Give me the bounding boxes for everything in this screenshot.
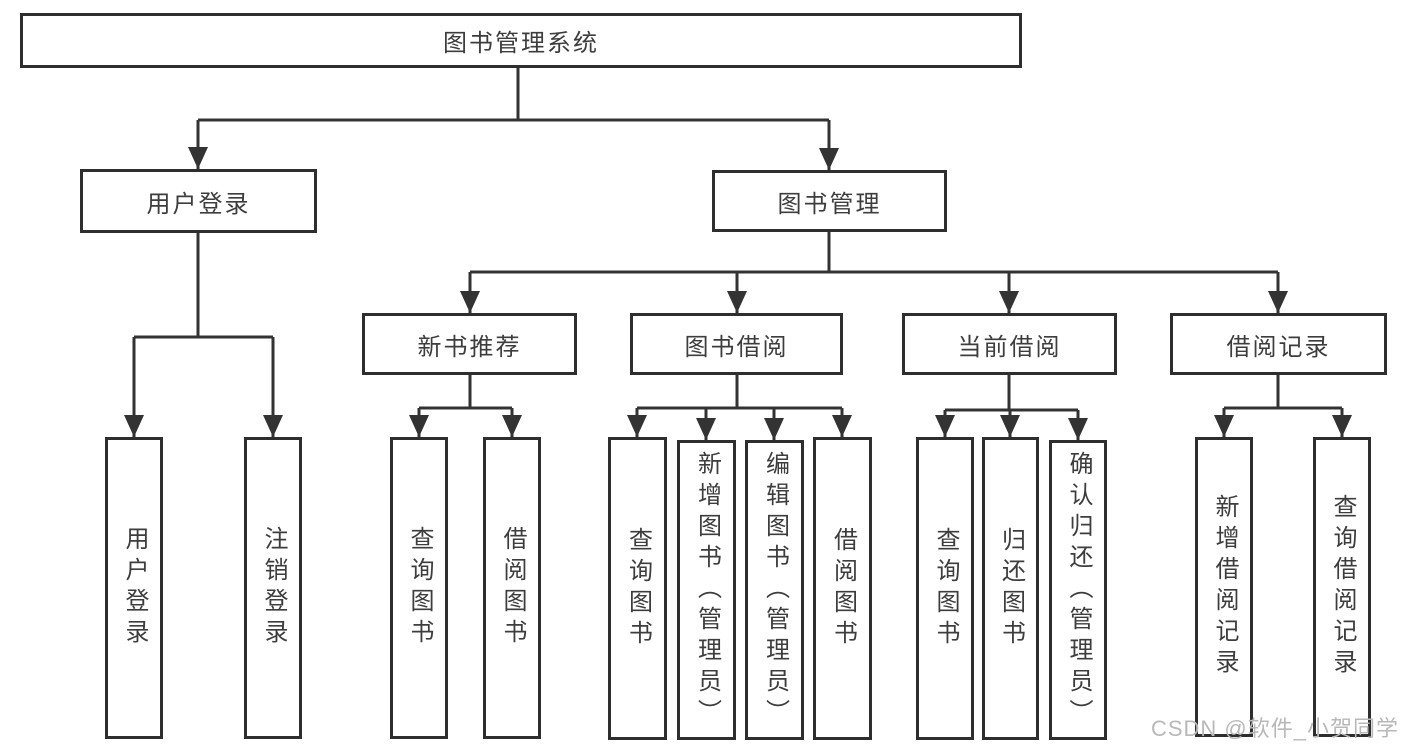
node-current-borrow: 当前借阅 <box>902 313 1117 375</box>
watermark: CSDN @软件_小贺同学 <box>1150 716 1399 741</box>
leaf-br-add-record: 新增借阅记录 <box>1195 437 1253 737</box>
node-book-borrow-label: 图书借阅 <box>684 333 789 361</box>
connector-book-mgmt <box>460 232 1288 313</box>
leaf-cb-confirm-return: 确认归还（管理员） <box>1049 440 1107 740</box>
node-user-login-label: 用户登录 <box>146 190 251 218</box>
leaf-bb-borrow-book-label: 借阅图书 <box>829 526 857 651</box>
connector-user-login <box>124 233 283 437</box>
node-borrow-records: 借阅记录 <box>1170 313 1387 375</box>
connector-new-book-rec <box>409 375 522 437</box>
node-borrow-records-label: 借阅记录 <box>1226 333 1331 361</box>
leaf-br-query-record-label: 查询借阅记录 <box>1329 494 1356 680</box>
connector-borrow-records <box>1214 375 1352 437</box>
node-book-mgmt-label: 图书管理 <box>777 190 882 218</box>
node-new-book-rec: 新书推荐 <box>362 313 577 375</box>
leaf-bb-edit-book: 编辑图书（管理员） <box>745 440 804 740</box>
leaf-bb-borrow-book: 借阅图书 <box>813 437 872 740</box>
connector-current-borrow <box>935 375 1088 440</box>
leaf-user-login-label: 用户登录 <box>121 526 148 650</box>
leaf-logout: 注销登录 <box>244 437 302 739</box>
leaf-cb-query-book: 查询图书 <box>916 437 974 740</box>
node-root-label: 图书管理系统 <box>443 30 599 57</box>
node-user-login: 用户登录 <box>80 169 317 233</box>
leaf-bb-edit-book-label: 编辑图书（管理员） <box>761 450 789 730</box>
node-book-mgmt: 图书管理 <box>712 170 947 232</box>
leaf-bb-query-book: 查询图书 <box>608 437 667 740</box>
node-new-book-rec-label: 新书推荐 <box>417 333 522 361</box>
leaf-logout-label: 注销登录 <box>260 526 287 650</box>
leaf-bb-query-book-label: 查询图书 <box>624 526 652 651</box>
leaf-br-query-record: 查询借阅记录 <box>1313 437 1371 737</box>
leaf-nbr-borrow-book: 借阅图书 <box>483 437 541 739</box>
node-book-borrow: 图书借阅 <box>630 313 843 375</box>
leaf-nbr-query-book-label: 查询图书 <box>406 526 433 650</box>
leaf-cb-return-book-label: 归还图书 <box>997 526 1025 651</box>
leaf-bb-add-book: 新增图书（管理员） <box>677 440 736 740</box>
leaf-user-login: 用户登录 <box>105 437 163 739</box>
leaf-bb-add-book-label: 新增图书（管理员） <box>693 450 721 730</box>
connector-book-borrow <box>627 375 852 440</box>
leaf-cb-confirm-return-label: 确认归还（管理员） <box>1065 450 1092 730</box>
leaf-nbr-query-book: 查询图书 <box>390 437 448 739</box>
leaf-nbr-borrow-book-label: 借阅图书 <box>499 526 526 650</box>
leaf-br-add-record-label: 新增借阅记录 <box>1211 494 1238 680</box>
node-root: 图书管理系统 <box>20 13 1022 68</box>
node-current-borrow-label: 当前借阅 <box>957 333 1062 361</box>
connector-root <box>188 68 839 170</box>
leaf-cb-query-book-label: 查询图书 <box>932 526 959 651</box>
leaf-cb-return-book: 归还图书 <box>982 437 1039 740</box>
